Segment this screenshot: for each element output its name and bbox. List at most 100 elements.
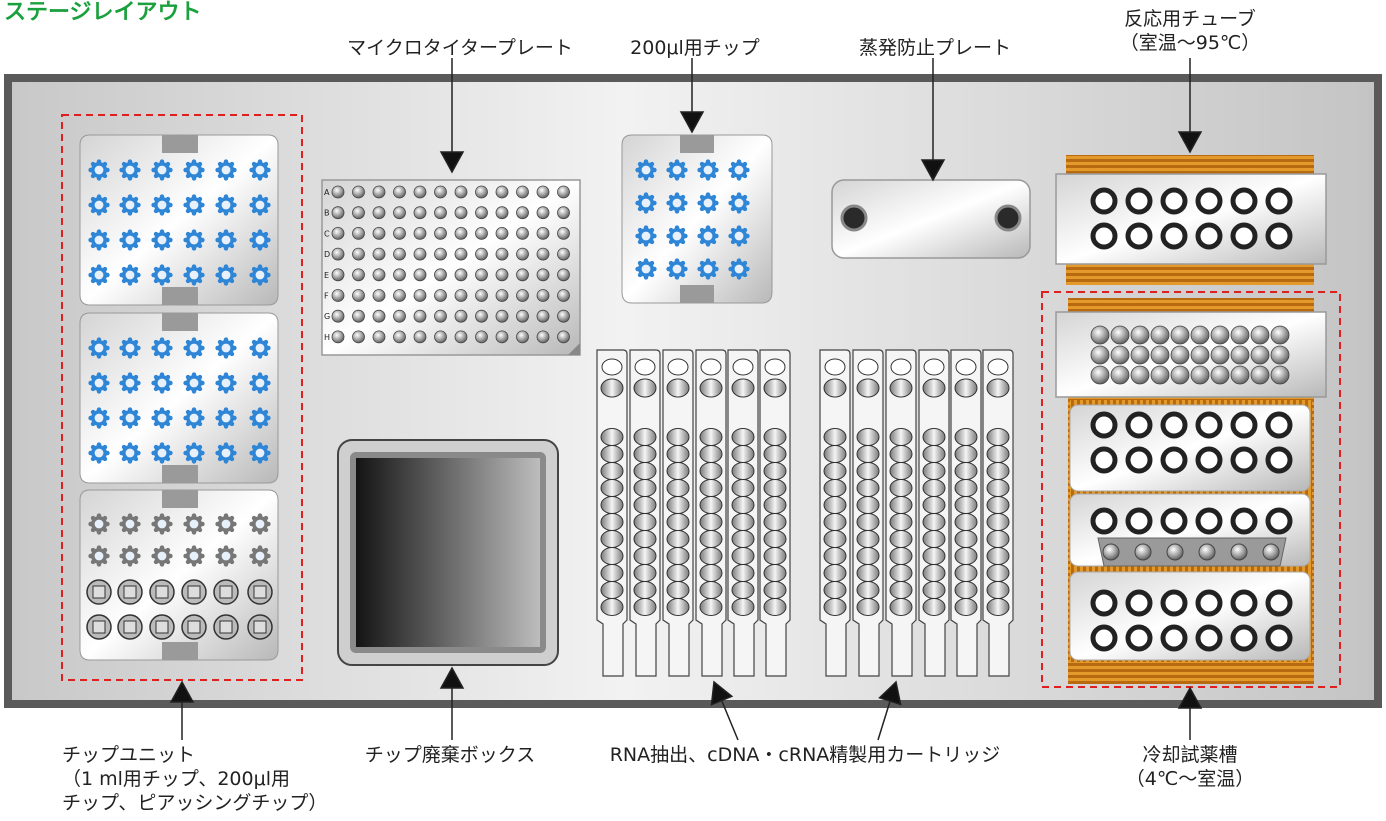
plate-well [434, 206, 447, 220]
plate-well [372, 226, 386, 240]
plate-well [413, 268, 427, 282]
piercing-tip [119, 545, 141, 567]
plate-well [413, 330, 427, 344]
plate-well [413, 185, 427, 199]
plate-well [516, 226, 529, 240]
plate-well [372, 185, 386, 199]
cartridges [596, 349, 1014, 677]
blue-tip [697, 159, 719, 181]
reagent-well [1150, 345, 1170, 365]
reagent-well [1090, 345, 1110, 365]
arrow-head [878, 680, 902, 706]
plate-well [536, 226, 550, 240]
reagent-tube [1090, 446, 1118, 474]
plate-well [495, 268, 509, 282]
plate-well [536, 309, 550, 323]
reagent-well [1090, 365, 1110, 385]
plate-well [557, 309, 570, 323]
blue-tip [249, 194, 271, 216]
reagent-tube [1230, 624, 1258, 652]
blue-tip [666, 258, 688, 280]
plate-well [557, 268, 570, 282]
plate-well [536, 330, 550, 344]
plate-well [372, 247, 386, 261]
cartridge-strip [852, 349, 884, 677]
reagent-tube [1230, 446, 1258, 474]
reagent-tube [1195, 411, 1223, 439]
blue-tip [88, 407, 110, 429]
plate-well [454, 206, 468, 220]
blue-tip [88, 264, 110, 286]
plate-well [557, 206, 570, 220]
plate-well [475, 289, 488, 302]
reagent-well [1262, 543, 1280, 561]
evaporation-prevention-plate [831, 179, 1031, 259]
reagent-tube [1125, 507, 1153, 535]
tip-block [79, 312, 279, 484]
piercing-tip [88, 545, 110, 567]
reagent-tube [1090, 589, 1118, 617]
plate-well [434, 289, 447, 302]
reagent-tube [1125, 589, 1153, 617]
cartridge-strip [885, 349, 917, 677]
blue-tip [119, 194, 141, 216]
plate-well [434, 247, 447, 261]
blue-tip [151, 372, 173, 394]
blue-tip [635, 192, 657, 214]
plate-well [495, 247, 509, 261]
plate-well [557, 226, 570, 240]
reagent-tube [1195, 446, 1223, 474]
blue-tip [119, 407, 141, 429]
label-microtiter-plate: マイクロタイタープレート [347, 37, 573, 59]
plate-well [454, 330, 468, 344]
plate-well [495, 226, 509, 240]
piercing-tip [215, 513, 237, 535]
reaction-tube [1125, 187, 1153, 215]
blue-tip [666, 225, 688, 247]
arrows [169, 58, 1203, 741]
cartridge-strip [759, 349, 791, 677]
blue-tip [151, 407, 173, 429]
plate-row-label: A [324, 188, 330, 197]
reagent-well [1190, 365, 1210, 385]
reagent-tube [1160, 446, 1188, 474]
reagent-tube [1090, 507, 1118, 535]
plate-well [413, 206, 427, 220]
arrow-head [710, 680, 734, 706]
plate-well [516, 309, 529, 323]
reagent-tube [1195, 624, 1223, 652]
blue-tip [183, 372, 205, 394]
tip-unit [79, 134, 279, 661]
reaction-tube [1195, 222, 1223, 250]
page-title: ステージレイアウト [4, 0, 202, 25]
reagent-well [1198, 543, 1216, 561]
blue-tip [249, 264, 271, 286]
blue-tip [215, 337, 237, 359]
plate-well [352, 226, 365, 240]
blue-tip [728, 225, 750, 247]
plate-well [393, 247, 406, 261]
plate-well [434, 309, 447, 323]
reagent-well [1150, 365, 1170, 385]
plate-well [331, 185, 345, 199]
plate-well [475, 226, 488, 240]
reagent-tube [1230, 589, 1258, 617]
reaction-tube [1125, 222, 1153, 250]
blue-tip [151, 229, 173, 251]
cartridge-strip [662, 349, 694, 677]
label-waste-box: チップ廃棄ボックス [364, 744, 536, 766]
blue-tip [215, 372, 237, 394]
blue-tip [88, 442, 110, 464]
piercing-tip [249, 545, 271, 567]
plate-well [331, 289, 345, 302]
plate-well [454, 185, 468, 199]
plate-well [352, 247, 365, 261]
plate-well [372, 268, 386, 282]
plate-well [495, 289, 509, 302]
plate-well [393, 289, 406, 302]
plate-well [372, 206, 386, 220]
plate-well [454, 268, 468, 282]
tip-unit-outline [61, 114, 303, 681]
reagent-tube [1090, 411, 1118, 439]
cartridge-strip [819, 349, 851, 677]
